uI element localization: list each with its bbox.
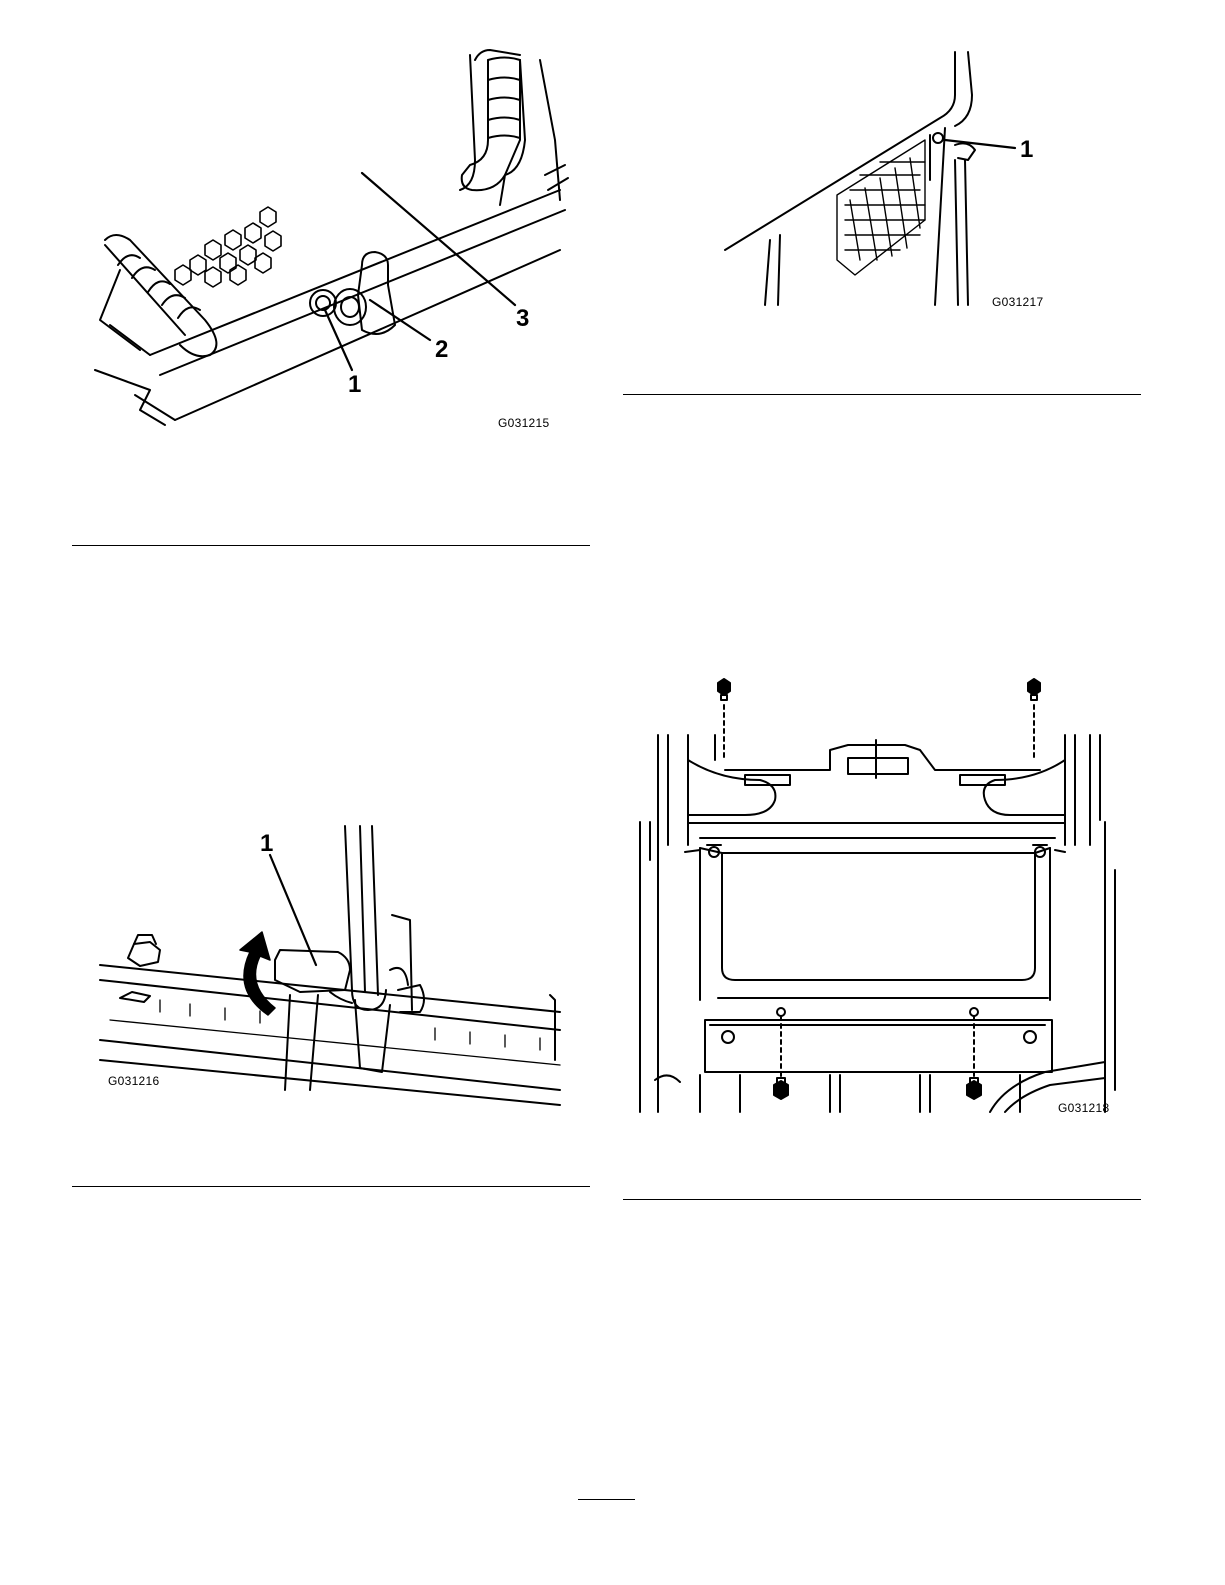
figure-g031218: G031218: [630, 668, 1120, 1128]
figure-divider: [72, 1186, 590, 1187]
figure-g031215-drawing: [90, 45, 570, 445]
figure-g031218-code: G031218: [1058, 1102, 1109, 1114]
figure-divider: [623, 1199, 1141, 1200]
figure-g031216-drawing: [98, 820, 568, 1110]
figure-g031217-drawing: [715, 45, 1070, 315]
figure-g031216-code: G031216: [108, 1075, 159, 1087]
figure-g031217: 1 G031217: [715, 45, 1070, 315]
figure-g031215-code: G031215: [498, 417, 549, 429]
figure-divider: [72, 545, 590, 546]
figure-g031217-code: G031217: [992, 296, 1043, 308]
figure-g031215-callout-2: 2: [435, 338, 448, 362]
figure-g031218-drawing: [630, 668, 1120, 1128]
figure-g031217-callout-1: 1: [1020, 138, 1033, 162]
figure-g031215-callout-3: 3: [516, 307, 529, 331]
figure-g031215-callout-1: 1: [348, 373, 361, 397]
figure-divider: [623, 394, 1141, 395]
figure-g031216-callout-1: 1: [260, 832, 273, 856]
page-number-rule: [578, 1499, 635, 1500]
figure-g031215: 1 2 3 G031215: [90, 45, 570, 445]
figure-g031216: 1 G031216: [98, 820, 568, 1110]
